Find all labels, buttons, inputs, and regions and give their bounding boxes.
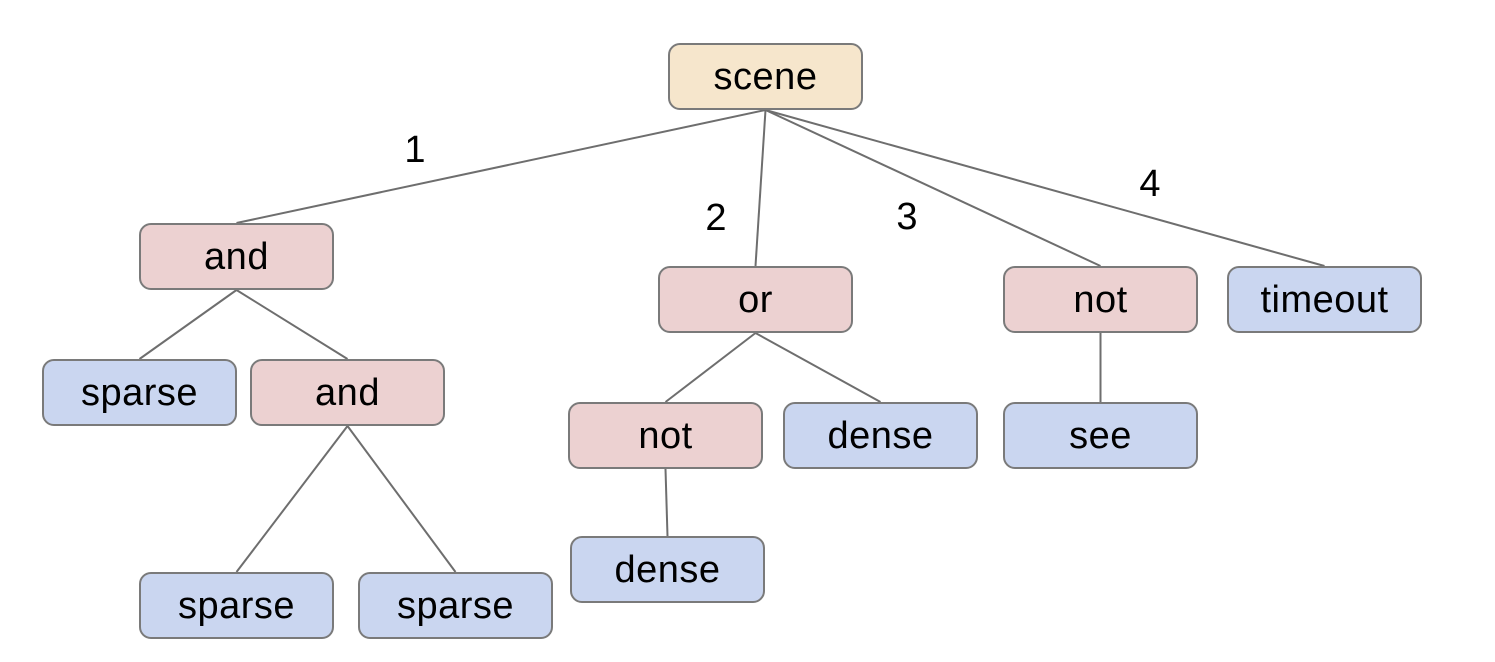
tree-node-and1: and [139,223,334,290]
edge-label-1: 1 [404,129,426,171]
tree-node-not1: not [1003,266,1198,333]
edge-label-4: 4 [1139,163,1161,205]
edge-and1-sparse1 [138,289,238,360]
edge-scene-timeout1 [765,109,1325,267]
edge-or1-not2 [664,332,757,403]
tree-node-sparse2: sparse [139,572,334,639]
edge-or1-dense1 [755,332,881,403]
edge-scene-or1 [754,109,767,267]
edge-label-3: 3 [896,196,918,238]
tree-node-not2: not [568,402,763,469]
tree-node-see1: see [1003,402,1198,469]
tree-node-and2: and [250,359,445,426]
tree-node-or1: or [658,266,853,333]
edge-scene-and1 [236,109,766,224]
edge-label-2: 2 [705,197,727,239]
tree-node-scene: scene [668,43,863,110]
tree-node-timeout1: timeout [1227,266,1422,333]
edge-and2-sparse3 [346,425,457,573]
tree-node-sparse3: sparse [358,572,553,639]
tree-node-dense1: dense [783,402,978,469]
edge-scene-not1 [765,109,1101,267]
edge-and1-and2 [235,289,349,360]
edge-and2-sparse2 [235,425,349,573]
tree-node-dense2: dense [570,536,765,603]
tree-node-sparse1: sparse [42,359,237,426]
edge-not2-dense2 [664,468,669,537]
